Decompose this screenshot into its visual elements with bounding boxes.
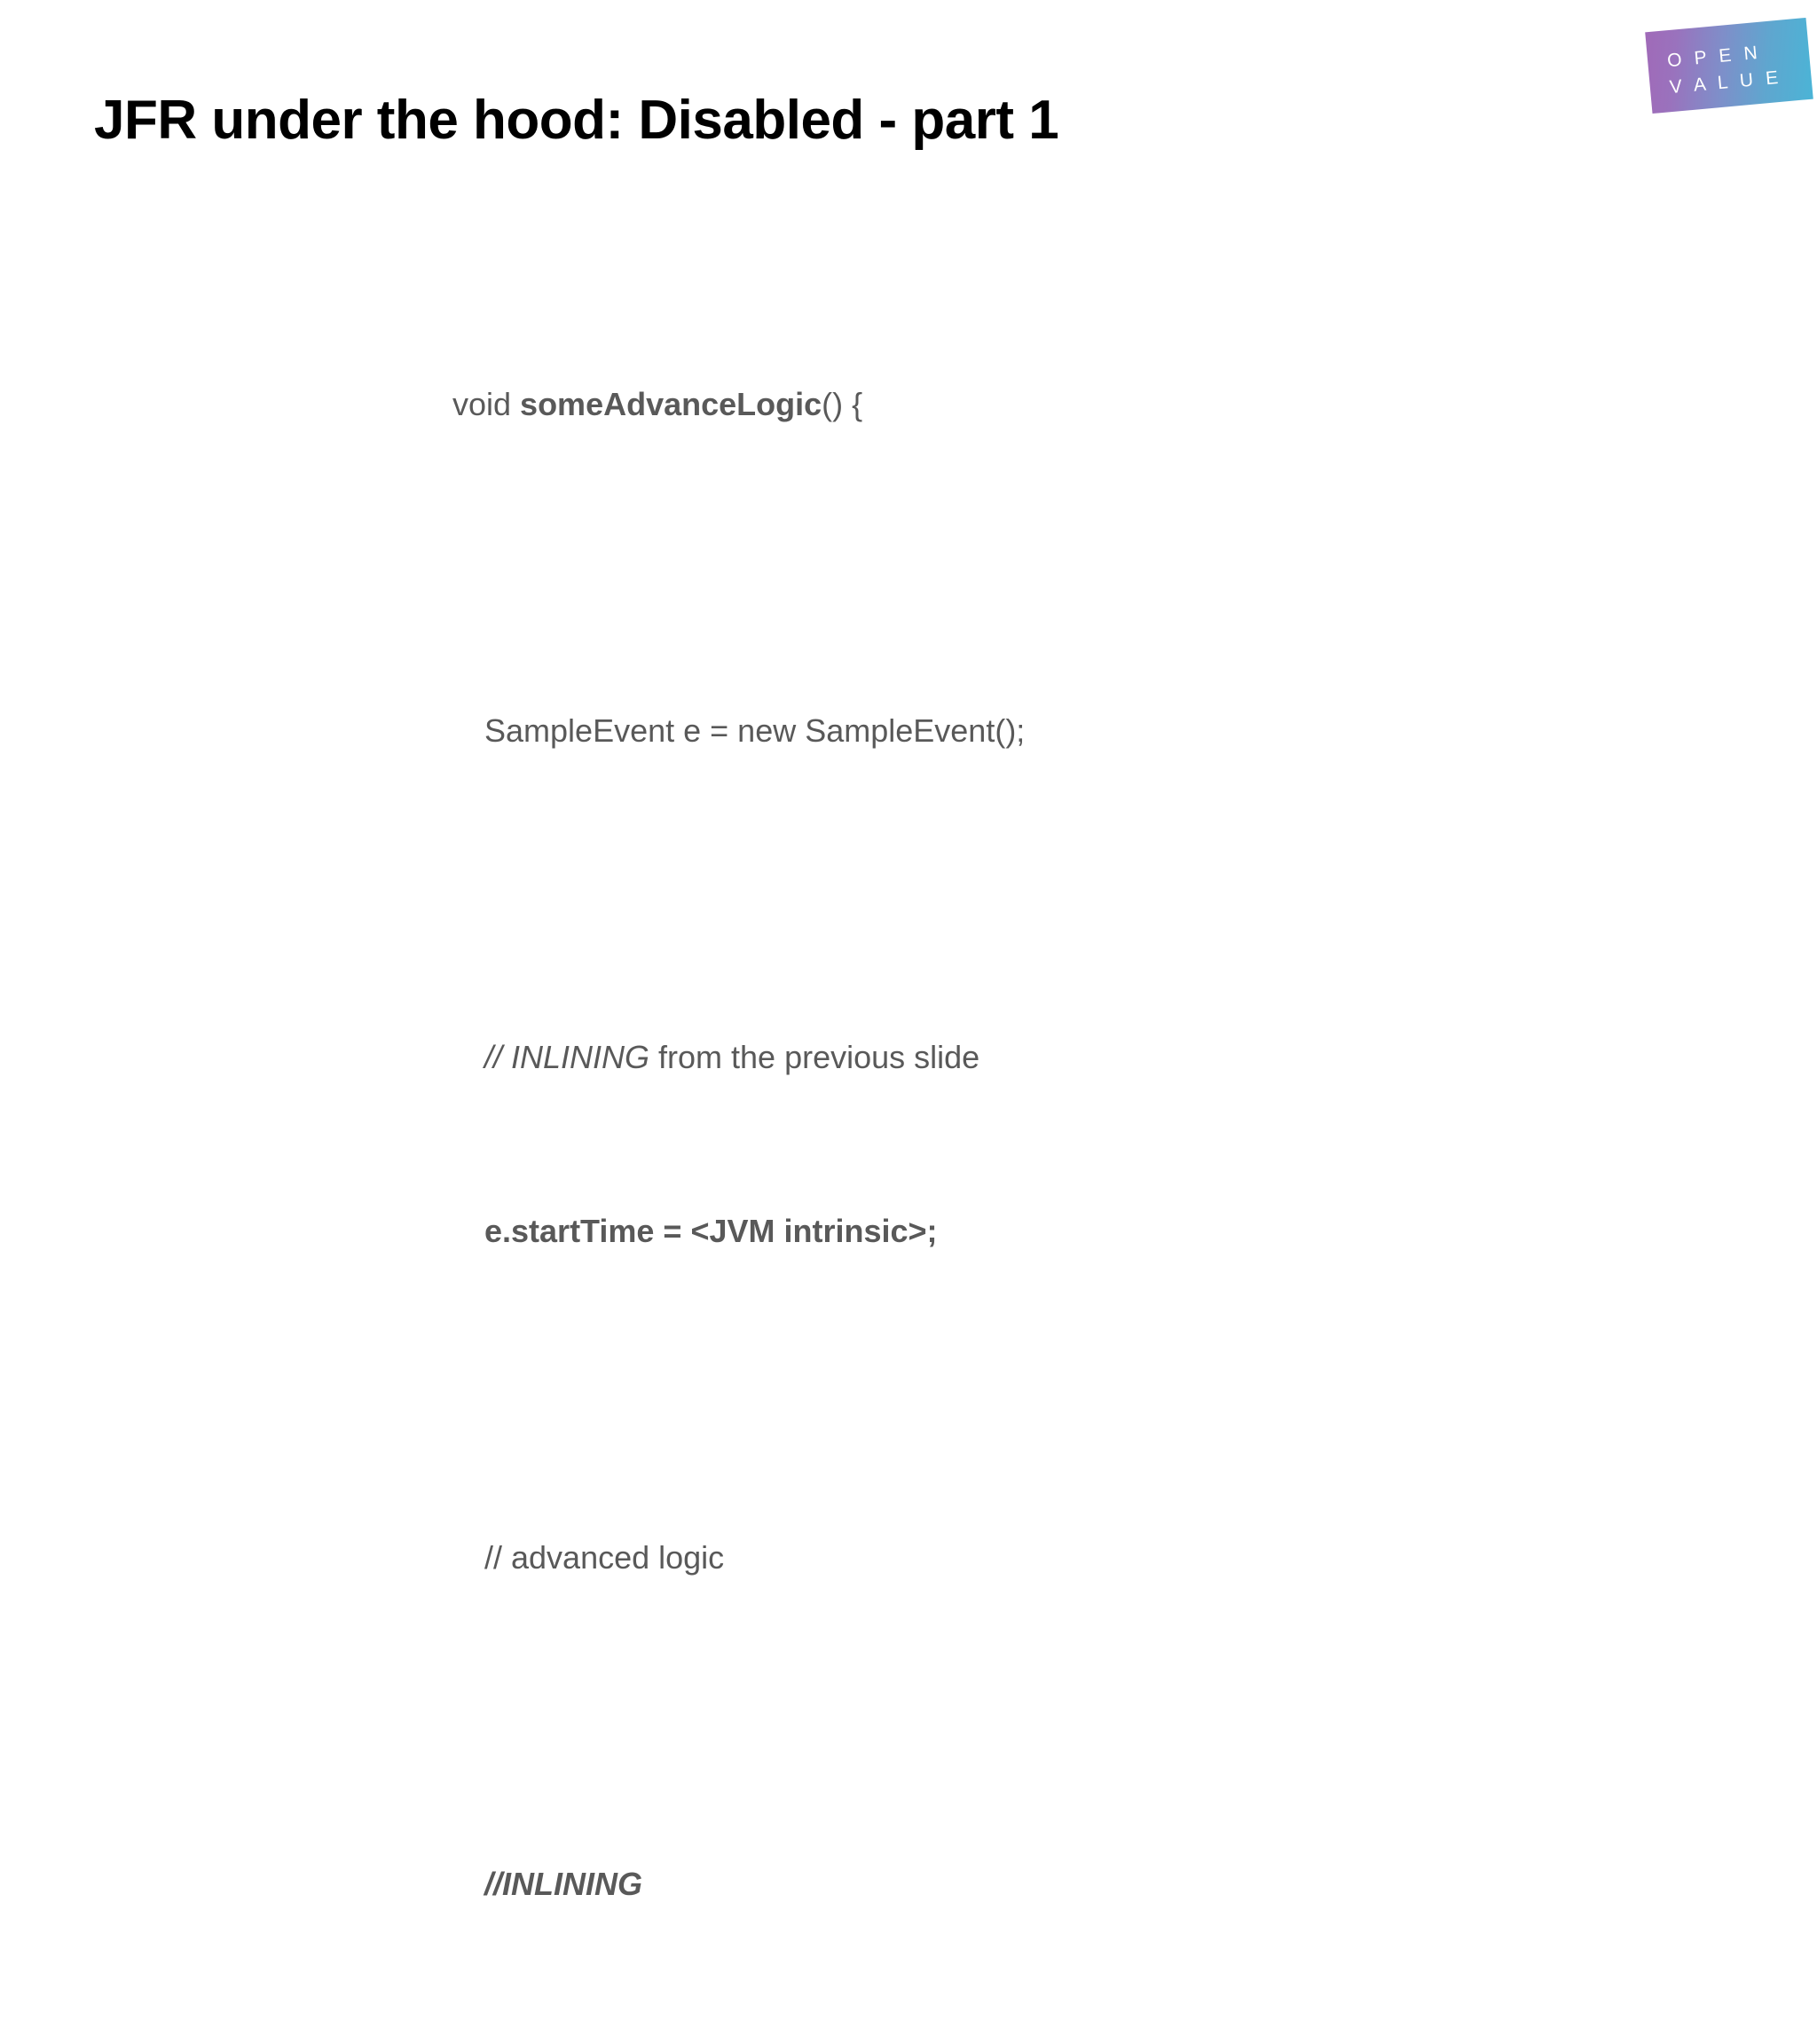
code-line-blank-2 bbox=[452, 883, 1109, 905]
code-line-inlining-comment: // INLINING from the previous slide bbox=[452, 1035, 1109, 1079]
openvalue-logo: O P E N V A L U E bbox=[1645, 17, 1813, 114]
code-event-alloc-text: SampleEvent e = new SampleEvent(); bbox=[484, 712, 1026, 749]
logo-wordmark: O P E N V A L U E bbox=[1666, 38, 1783, 101]
code-comment-advanced-logic: // advanced logic bbox=[484, 1539, 725, 1576]
code-line-method-signature: void someAdvanceLogic() { bbox=[452, 382, 1109, 426]
code-line-starttime-assignment: e.startTime = <JVM intrinsic>; bbox=[452, 1209, 1109, 1253]
code-line-if-false: if(false) { // result e.isEnabled() bbox=[452, 2036, 1109, 2044]
code-listing: void someAdvanceLogic() { SampleEvent e … bbox=[452, 252, 1109, 2044]
code-comment-inlining-marker: //INLINING bbox=[484, 1866, 642, 1902]
code-if-keyword: if( bbox=[484, 2040, 511, 2044]
code-starttime-text: e.startTime = <JVM intrinsic>; bbox=[484, 1213, 938, 1249]
code-line-event-alloc: SampleEvent e = new SampleEvent(); bbox=[452, 709, 1109, 752]
code-comment-inlining-rest: from the previous slide bbox=[649, 1039, 980, 1075]
code-line-advanced-logic-comment: // advanced logic bbox=[452, 1536, 1109, 1579]
code-line-blank-3 bbox=[452, 1383, 1109, 1405]
code-signature-tail: () { bbox=[822, 386, 863, 422]
code-isenabled-call: e.isEnabled() bbox=[832, 2040, 1031, 2044]
code-line-blank-4 bbox=[452, 1710, 1109, 1732]
code-keyword-void: void bbox=[452, 386, 521, 422]
code-method-name: someAdvanceLogic bbox=[520, 386, 822, 422]
page-title: JFR under the hood: Disabled - part 1 bbox=[94, 90, 1059, 151]
code-line-blank-1 bbox=[452, 556, 1109, 578]
code-line-inlining-marker: //INLINING bbox=[452, 1862, 1109, 1906]
code-comment-result: // result bbox=[719, 2040, 832, 2044]
slide-canvas: JFR under the hood: Disabled - part 1 O … bbox=[94, 17, 1813, 2044]
code-if-brace: ) { bbox=[584, 2040, 614, 2044]
code-false-literal: false bbox=[511, 2040, 584, 2044]
code-comment-inlining: // INLINING bbox=[484, 1039, 650, 1075]
